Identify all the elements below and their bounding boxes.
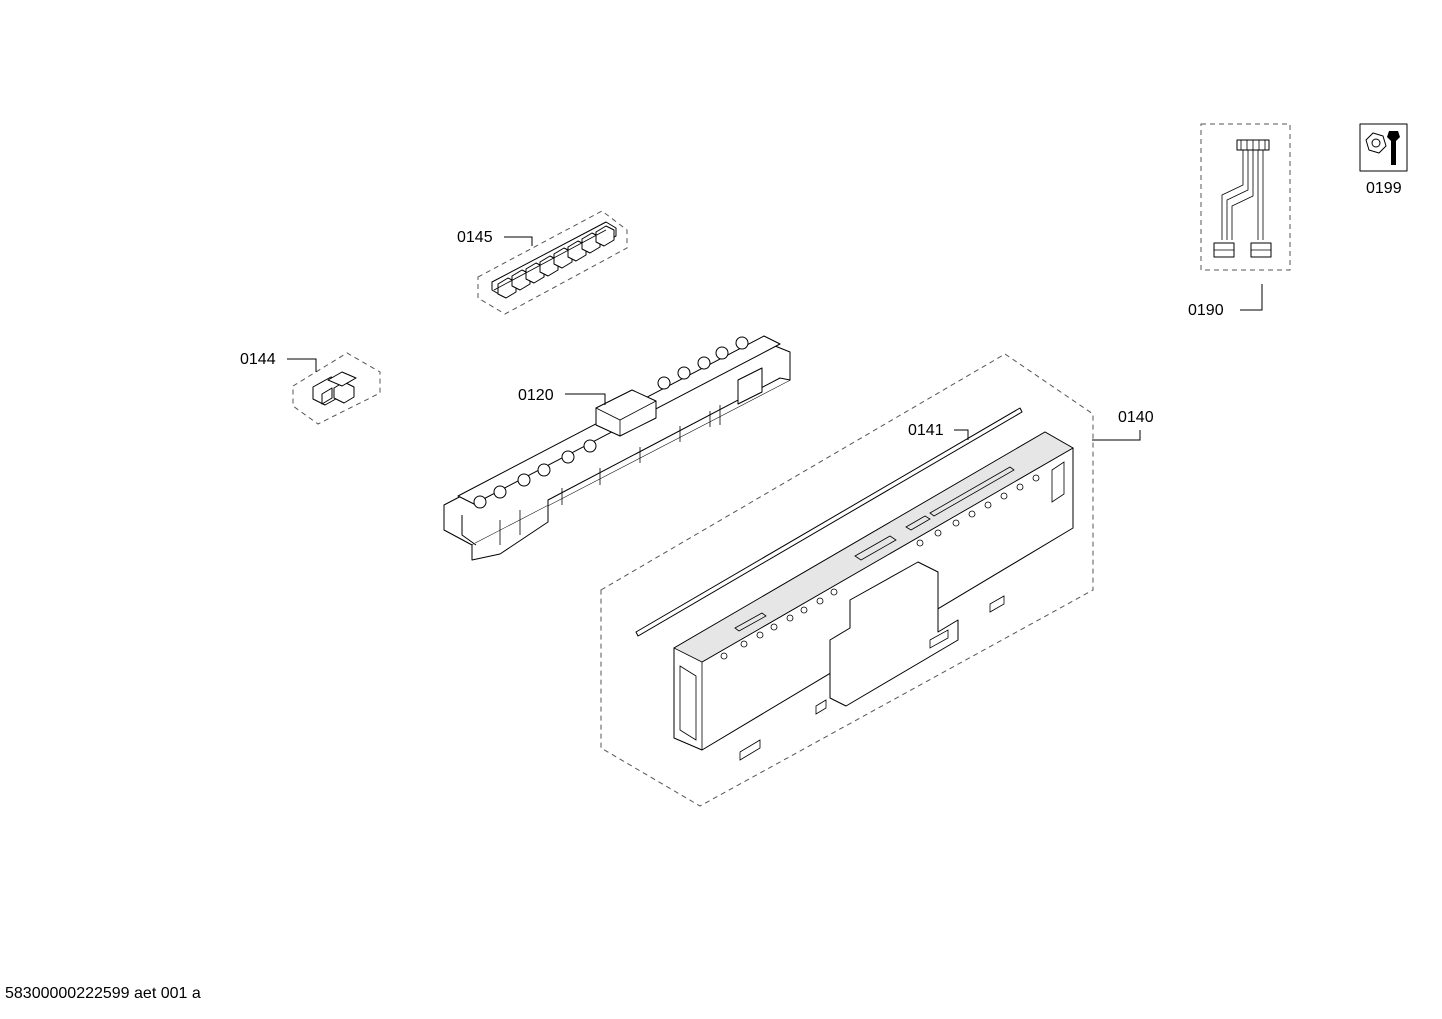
part-0199-tool-kit[interactable] [1359,123,1408,172]
part-number-0145: 0145 [457,229,493,246]
part-0145-key-module[interactable] [477,210,628,315]
label-0120: 0120 [518,387,606,405]
part-0120-electronic-module[interactable] [443,335,791,561]
part-number-0141: 0141 [908,422,944,439]
wrench-nut-icon [1365,131,1400,165]
label-0140: 0140 [1092,409,1154,441]
part-0144-two-key[interactable] [292,352,381,425]
part-number-0144: 0144 [240,351,276,368]
part-0190-cable-harness[interactable] [1200,123,1291,271]
label-0141: 0141 [908,422,969,440]
label-0190: 0190 [1188,284,1263,319]
label-0144: 0144 [240,351,317,372]
part-number-0140: 0140 [1118,409,1154,426]
drawing-reference-number: 58300000222599 aet 001 a [5,985,201,1002]
part-0140-control-panel[interactable] [600,353,1094,807]
part-number-0190: 0190 [1188,302,1224,319]
label-0199: 0199 [1366,180,1402,197]
part-number-0199: 0199 [1366,180,1402,197]
part-number-0120: 0120 [518,387,554,404]
label-0145: 0145 [457,229,533,246]
part-0141-light-guide[interactable] [635,407,1023,637]
